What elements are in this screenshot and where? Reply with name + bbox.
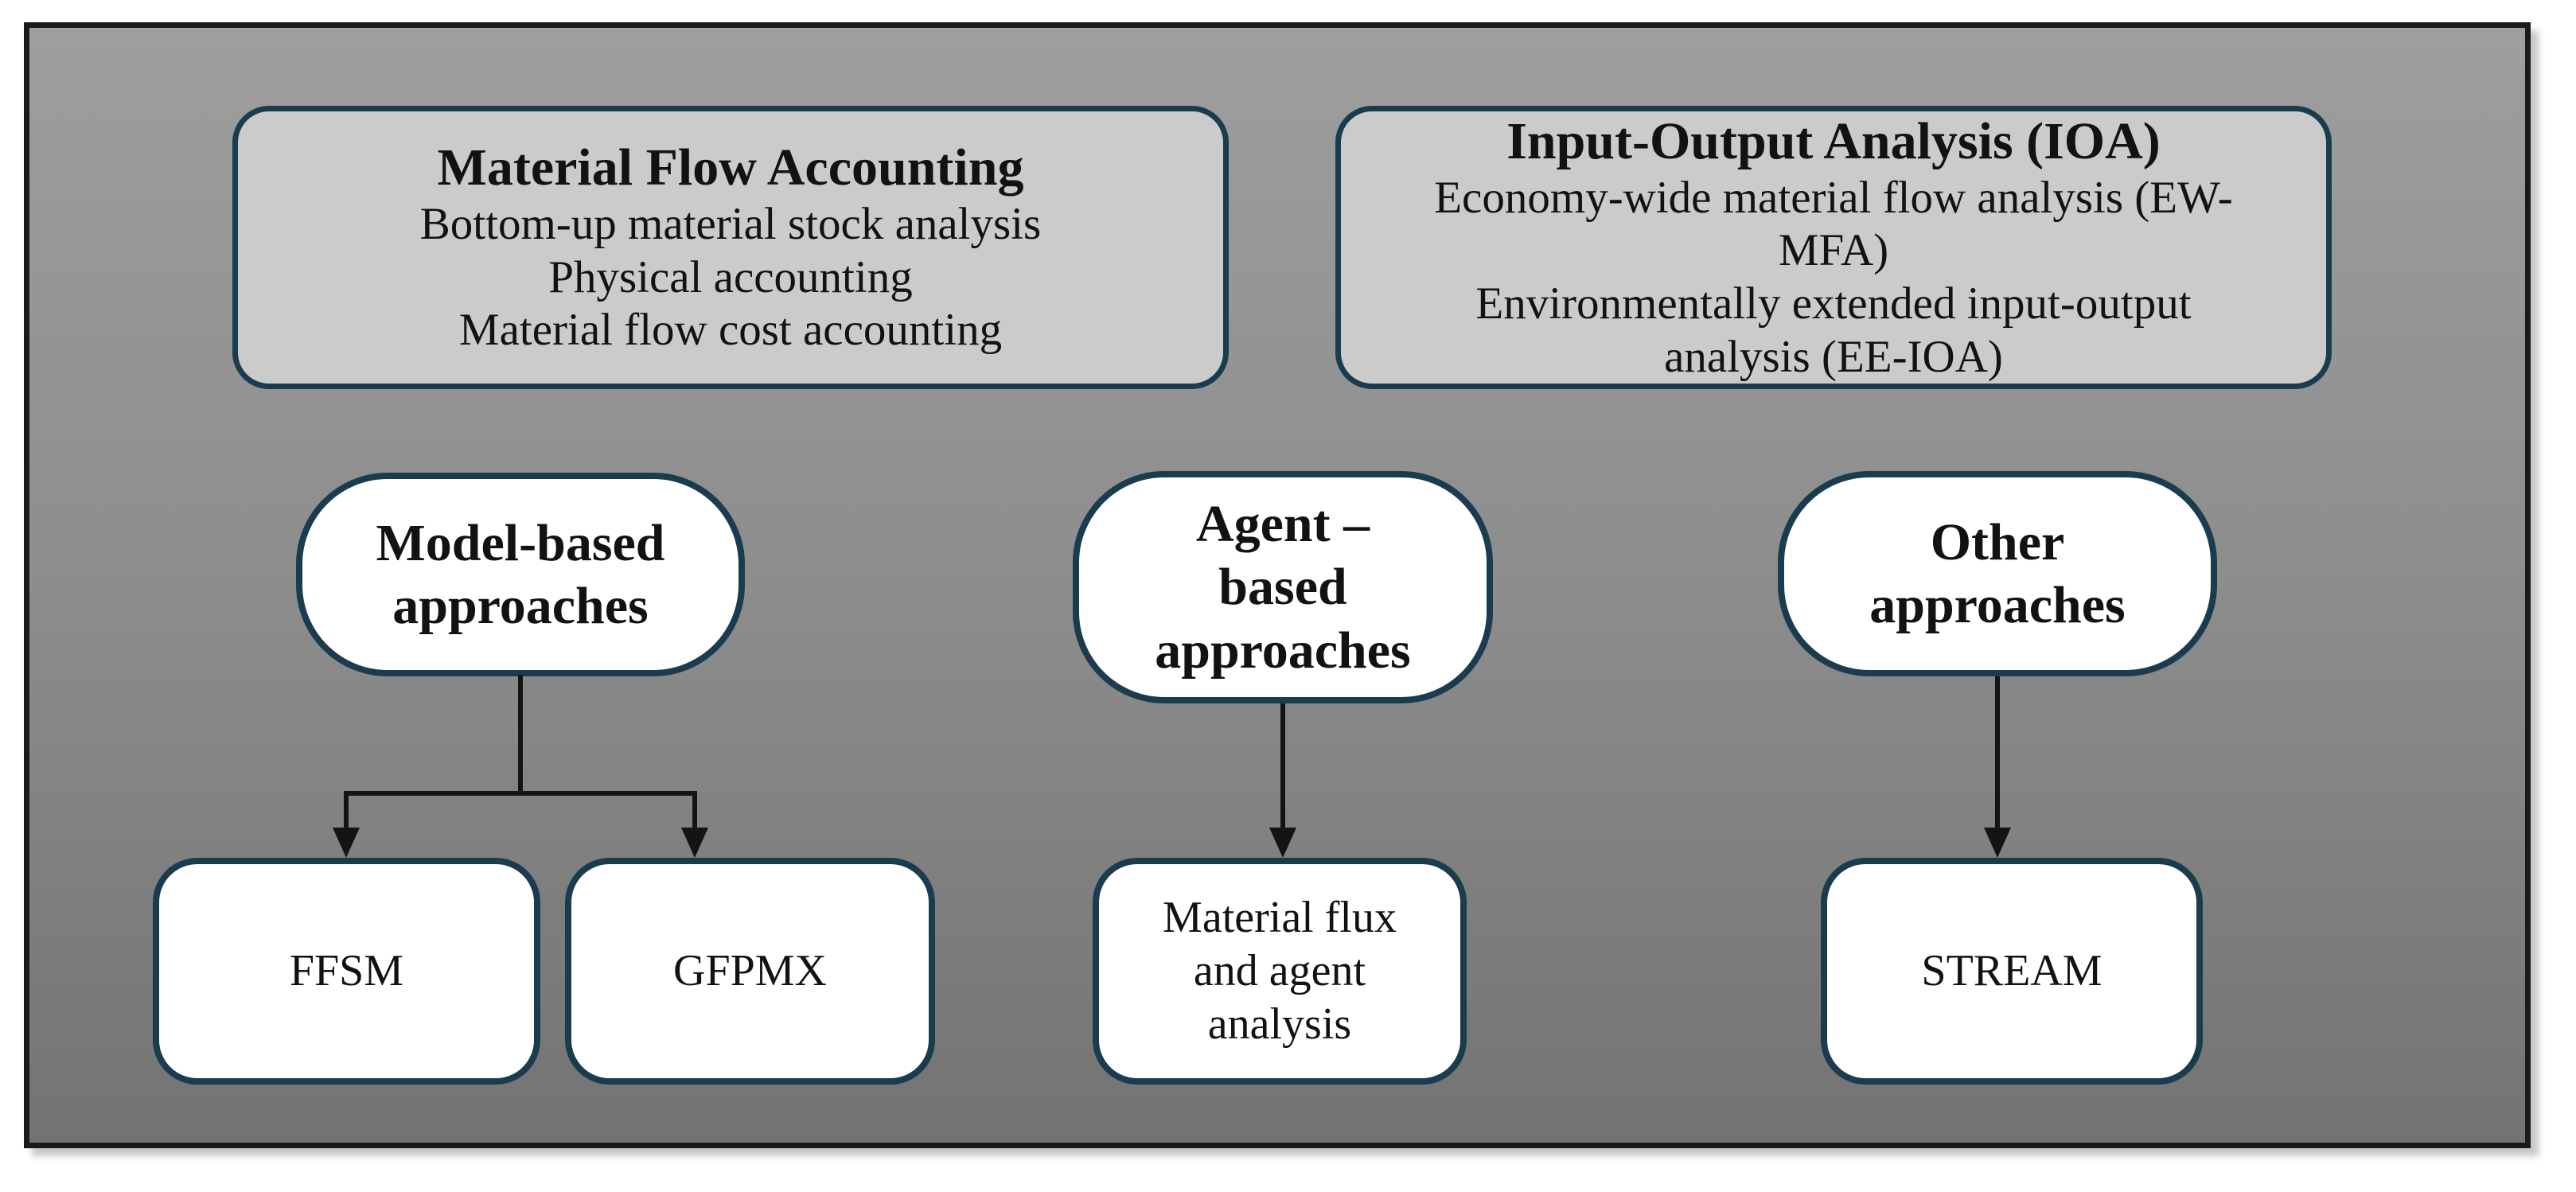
material-flow-accounting-title: Material Flow Accounting [437, 138, 1024, 197]
material-flow-accounting-items: Bottom-up material stock analysis Physic… [419, 198, 1042, 356]
gfpmx-label: GFPMX [673, 945, 827, 995]
leaf-ffsm: FFSM [153, 858, 540, 1085]
other-approaches-label: Other approaches [1869, 512, 2126, 634]
node-agent-based-approaches: Agent – based approaches [1073, 471, 1493, 703]
model-based-approaches-label: Model-based approaches [376, 513, 665, 635]
node-other-approaches: Other approaches [1778, 471, 2217, 676]
agent-based-approaches-label: Agent – based approaches [1155, 495, 1411, 680]
connector-drop-ffsm [344, 791, 349, 831]
top-box-material-flow-accounting: Material Flow Accounting Bottom-up mater… [232, 106, 1229, 389]
input-output-analysis-title: Input-Output Analysis (IOA) [1506, 111, 2161, 170]
connector-model-stem [518, 675, 523, 791]
stream-label: STREAM [1921, 945, 2102, 995]
leaf-gfpmx: GFPMX [565, 858, 935, 1085]
arrowhead-ffsm [333, 828, 360, 858]
material-flux-label: Material flux and agent analysis [1163, 892, 1397, 1050]
connector-model-tbar [344, 791, 697, 796]
connector-other-stem [1995, 676, 2000, 828]
arrowhead-material-flux [1269, 828, 1296, 858]
ffsm-label: FFSM [289, 945, 404, 995]
arrowhead-gfpmx [681, 828, 708, 858]
input-output-analysis-items: Economy-wide material flow analysis (EW-… [1434, 172, 2233, 382]
node-model-based-approaches: Model-based approaches [296, 473, 745, 676]
arrowhead-stream [1984, 828, 2011, 858]
leaf-stream: STREAM [1821, 858, 2203, 1085]
leaf-material-flux: Material flux and agent analysis [1093, 858, 1467, 1085]
connector-drop-gfpmx [692, 791, 697, 831]
connector-agent-stem [1280, 703, 1285, 828]
top-box-input-output-analysis: Input-Output Analysis (IOA) Economy-wide… [1335, 106, 2332, 389]
